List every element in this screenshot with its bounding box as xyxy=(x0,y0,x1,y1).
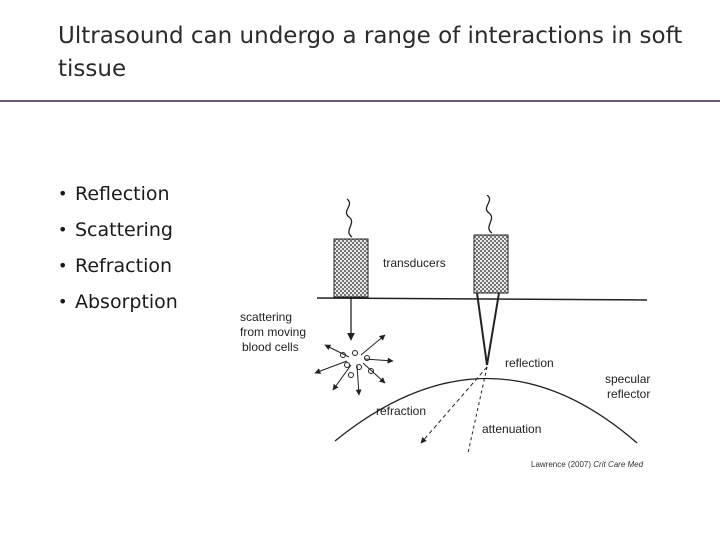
slide-title: Ultrasound can undergo a range of intera… xyxy=(58,23,683,82)
bullet-text: Absorption xyxy=(75,291,178,313)
skin-surface-line xyxy=(316,297,648,301)
refracted-beam xyxy=(420,366,488,444)
title-divider xyxy=(0,100,720,102)
bullet-marker: • xyxy=(58,256,68,275)
attenuated-beam xyxy=(467,366,488,454)
bullet-text: Scattering xyxy=(75,219,173,241)
label-reflection: reflection xyxy=(505,356,554,370)
citation-author: Lawrence (2007) xyxy=(531,460,592,469)
label-scattering: scattering xyxy=(240,310,292,324)
transducer-right xyxy=(473,234,509,294)
transducer-left xyxy=(333,238,369,298)
label-attenuation: attenuation xyxy=(482,422,541,436)
transducer-cable xyxy=(485,195,493,234)
label-specular: reflector xyxy=(607,387,650,401)
citation: Lawrence (2007) Crit Care Med xyxy=(531,460,643,469)
citation-journal: Crit Care Med xyxy=(593,460,644,469)
reflected-beam xyxy=(486,292,500,366)
bullet-item: • Scattering xyxy=(58,212,178,248)
specular-reflector-curve xyxy=(334,377,638,444)
label-transducers: transducers xyxy=(383,256,446,270)
ultrasound-interaction-diagram: transducers scattering from moving blood… xyxy=(240,195,650,454)
incident-beam-right xyxy=(476,292,488,366)
bullet-item: • Reflection xyxy=(58,176,178,212)
transducer-cable xyxy=(345,198,353,238)
blood-cells xyxy=(340,350,374,378)
label-scattering: from moving xyxy=(240,325,306,339)
bullet-item: • Absorption xyxy=(58,284,178,320)
bullet-marker: • xyxy=(58,220,68,239)
bullet-text: Reflection xyxy=(75,183,170,205)
bullet-marker: • xyxy=(58,292,68,311)
label-specular: specular xyxy=(605,372,650,386)
label-refraction: refraction xyxy=(376,404,426,418)
scatter-arrows xyxy=(314,334,394,396)
label-scattering: blood cells xyxy=(242,340,299,354)
bullet-marker: • xyxy=(58,184,68,203)
bullet-list: • Reflection • Scattering • Refraction • Abs… xyxy=(58,176,178,320)
bullet-text: Refraction xyxy=(75,255,173,277)
bullet-item: • Refraction xyxy=(58,248,178,284)
